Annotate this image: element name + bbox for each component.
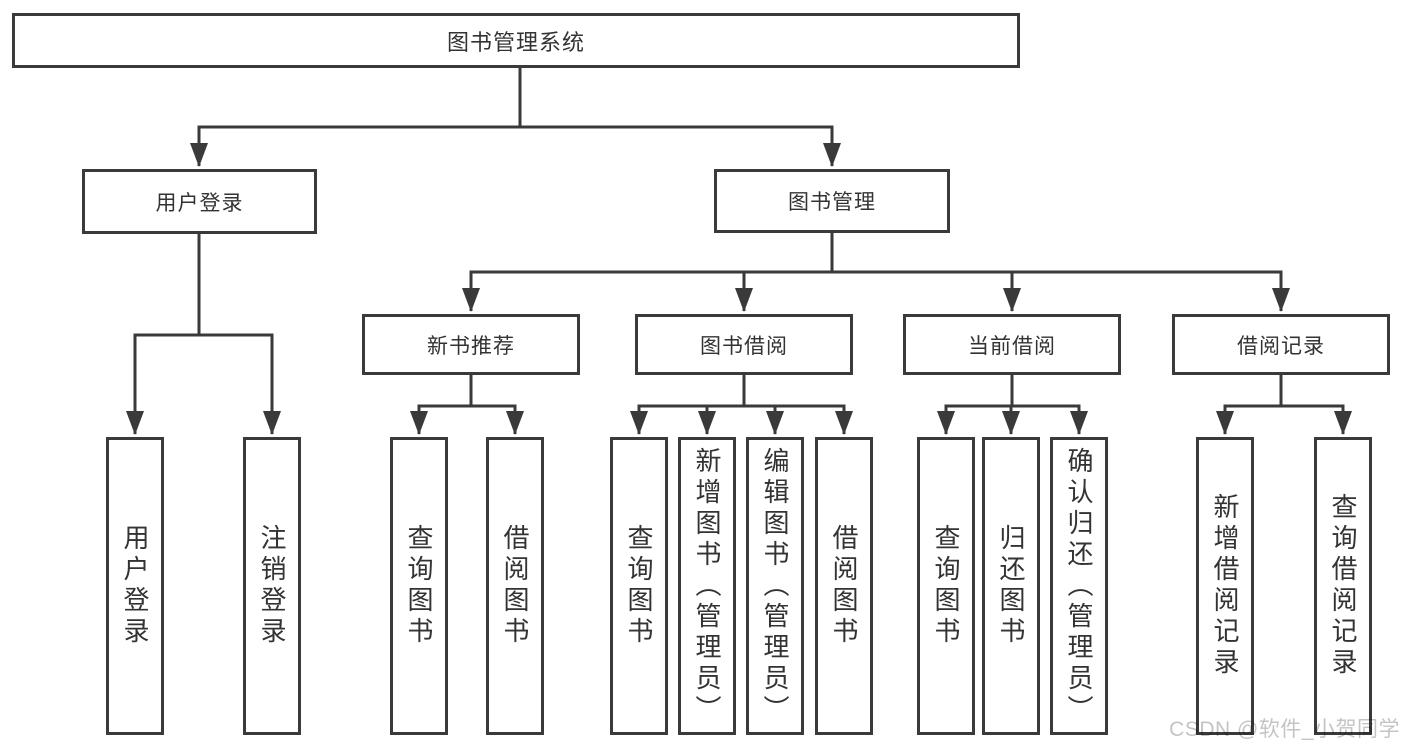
- leaf-edit-books-admin-label: 编辑图书（管理员）: [760, 446, 790, 726]
- leaf-edit-books-admin: 编辑图书（管理员）: [746, 437, 804, 735]
- node-user-login: 用户登录: [82, 169, 317, 234]
- csdn-watermark: CSDN @软件_小贺同学: [1169, 718, 1400, 741]
- leaf-query-books-recommend-label: 查询图书: [404, 524, 434, 648]
- leaf-add-books-admin-label: 新增图书（管理员）: [692, 446, 722, 726]
- leaf-borrow-books: 借阅图书: [815, 437, 873, 735]
- leaf-add-borrow-record: 新增借阅记录: [1196, 437, 1254, 735]
- leaf-add-books-admin: 新增图书（管理员）: [678, 437, 736, 735]
- leaf-user-login-label: 用户登录: [120, 524, 150, 648]
- leaf-query-books-current-label: 查询图书: [931, 524, 961, 648]
- leaf-query-borrow-record: 查询借阅记录: [1314, 437, 1372, 735]
- leaf-add-borrow-record-label: 新增借阅记录: [1210, 493, 1240, 679]
- node-borrow-records: 借阅记录: [1172, 314, 1390, 375]
- leaf-query-books-borrow-label: 查询图书: [624, 524, 654, 648]
- node-book-borrow: 图书借阅: [635, 314, 853, 375]
- leaf-return-books: 归还图书: [982, 437, 1040, 735]
- node-new-book-recommend: 新书推荐: [362, 314, 580, 375]
- leaf-user-login: 用户登录: [106, 437, 164, 735]
- leaf-return-books-label: 归还图书: [996, 524, 1026, 648]
- leaf-confirm-return-admin: 确认归还（管理员）: [1050, 437, 1108, 735]
- leaf-borrow-books-recommend: 借阅图书: [486, 437, 544, 735]
- node-book-management: 图书管理: [714, 169, 950, 233]
- leaf-logout-login-label: 注销登录: [257, 524, 287, 648]
- leaf-borrow-books-label: 借阅图书: [829, 524, 859, 648]
- leaf-logout-login: 注销登录: [243, 437, 301, 735]
- leaf-borrow-books-recommend-label: 借阅图书: [500, 524, 530, 648]
- leaf-query-books-borrow: 查询图书: [610, 437, 668, 735]
- leaf-query-borrow-record-label: 查询借阅记录: [1328, 493, 1358, 679]
- node-library-system: 图书管理系统: [12, 13, 1020, 68]
- leaf-query-books-recommend: 查询图书: [390, 437, 448, 735]
- leaf-confirm-return-admin-label: 确认归还（管理员）: [1064, 446, 1094, 726]
- leaf-query-books-current: 查询图书: [917, 437, 975, 735]
- node-current-borrow: 当前借阅: [903, 314, 1121, 375]
